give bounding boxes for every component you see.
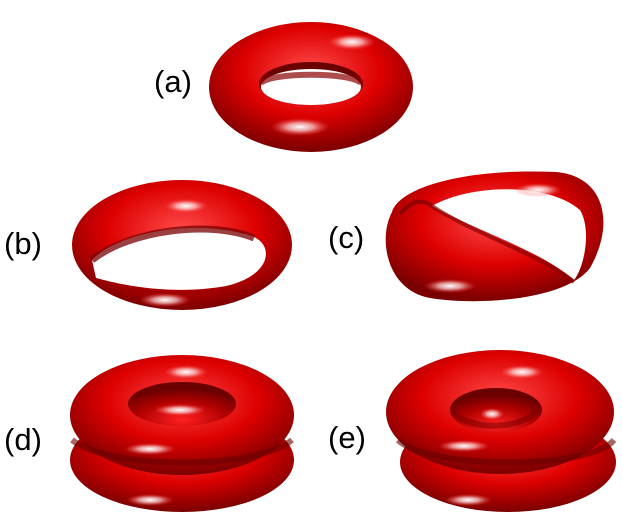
torus-b [72, 180, 292, 310]
torus-c [385, 171, 604, 302]
torus-d [70, 355, 294, 512]
panel-label-e: (e) [328, 420, 366, 455]
panel-label-d: (d) [4, 422, 42, 457]
torus-a [209, 22, 413, 152]
panel-label-a: (a) [154, 64, 192, 99]
panel-label-c: (c) [328, 220, 365, 255]
panel-label-b: (b) [4, 226, 42, 261]
torus-e [386, 350, 617, 512]
